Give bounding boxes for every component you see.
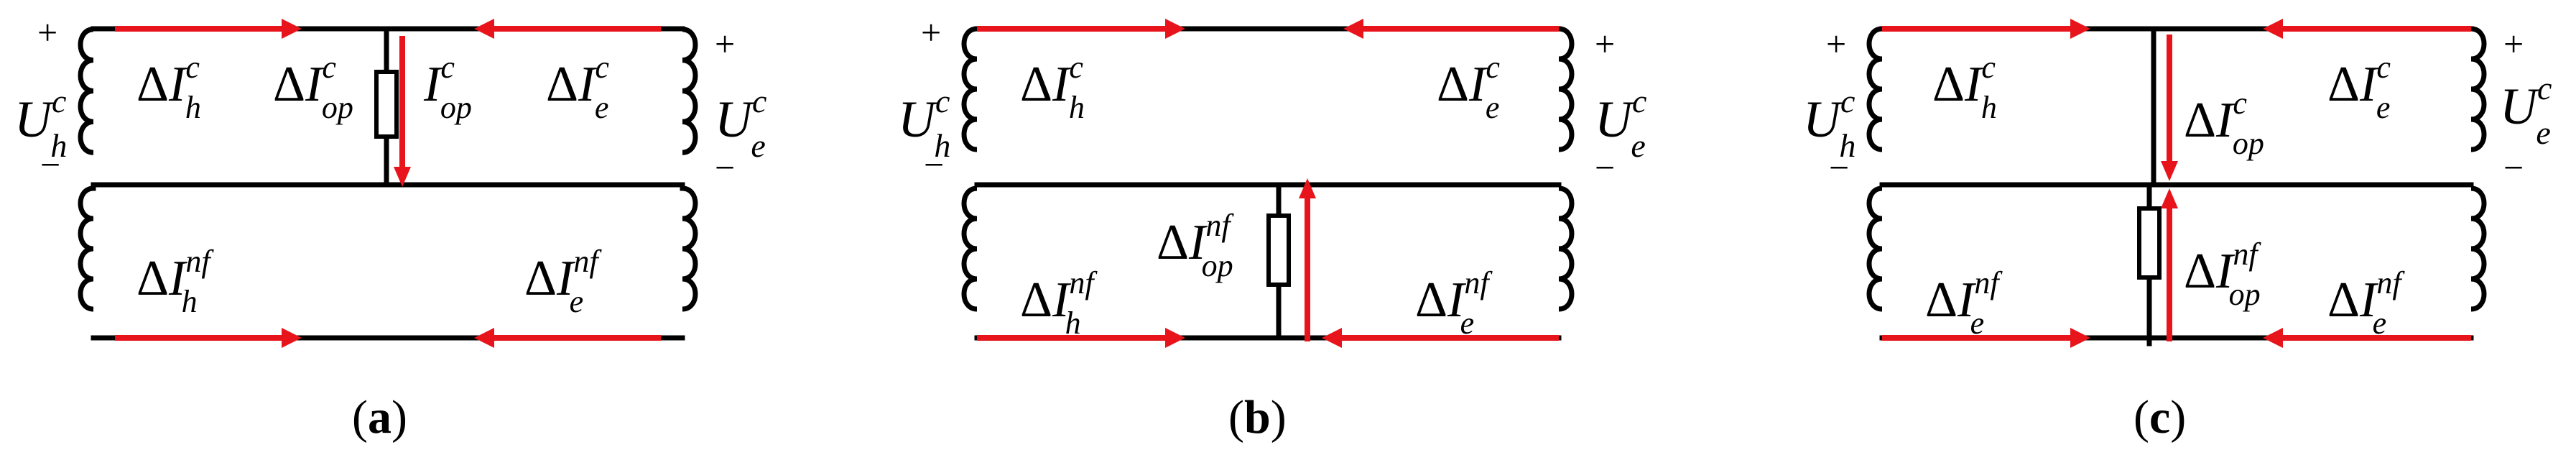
coil-bottom-right <box>1559 188 1572 309</box>
coil-bottom-right <box>2471 188 2484 309</box>
arrow-head <box>394 167 411 187</box>
arrow-head <box>282 328 302 348</box>
arrow-head <box>2263 328 2283 348</box>
minus-sign: − <box>1595 147 1615 188</box>
panel-caption: (a) <box>352 391 407 444</box>
coil-bottom-left <box>80 188 93 309</box>
resistor-op <box>2137 206 2162 280</box>
plus-sign: + <box>921 12 941 52</box>
coil-top-left <box>80 29 93 152</box>
arrow-head <box>2070 328 2090 348</box>
coil-top-left <box>1869 29 1882 150</box>
minus-sign: − <box>1829 147 1849 188</box>
resistor-op <box>1266 213 1291 287</box>
coil-bottom-left <box>964 188 977 309</box>
arrow-head <box>474 19 494 39</box>
arrow-head <box>1165 19 1185 39</box>
arrow-head <box>1165 328 1185 348</box>
minus-sign: − <box>2503 147 2524 188</box>
arrow-head <box>1299 178 1316 198</box>
panel-caption: (b) <box>1228 391 1287 444</box>
coil-top-right <box>2471 29 2484 150</box>
arrow-head <box>1322 328 1342 348</box>
coil-top-left <box>964 29 977 150</box>
panel-caption: (c) <box>2133 391 2186 444</box>
arrow-head <box>2161 188 2178 208</box>
coil-top-right <box>1559 29 1572 150</box>
coil-bottom-right <box>682 188 695 309</box>
arrow-head <box>1343 19 1363 39</box>
minus-sign: − <box>40 144 60 185</box>
plus-sign: + <box>1826 24 1846 64</box>
resistor-op <box>374 70 399 139</box>
plus-sign: + <box>37 12 57 52</box>
plus-sign: + <box>2503 24 2524 64</box>
plus-sign: + <box>1595 24 1615 64</box>
arrow-head <box>2263 19 2283 39</box>
plus-sign: + <box>715 24 735 64</box>
minus-sign: − <box>924 144 944 185</box>
arrow-head <box>2161 161 2178 181</box>
coil-bottom-left <box>1869 188 1882 309</box>
minus-sign: − <box>715 147 735 188</box>
arrow-head <box>2070 19 2090 39</box>
arrow-head <box>282 19 302 39</box>
arrow-head <box>474 328 494 348</box>
coil-top-right <box>682 29 695 152</box>
